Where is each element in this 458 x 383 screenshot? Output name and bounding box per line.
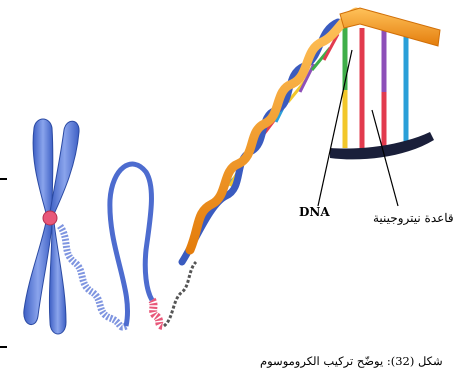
backbone-top-ribbon [340, 8, 440, 46]
chromatin-fiber [60, 164, 196, 327]
backbone-strand-blue [182, 22, 338, 262]
nucleosome-coil [152, 300, 164, 326]
nitrogen-base-label: قاعدة نيتروجينية [373, 211, 454, 225]
margin-tick-top [0, 178, 7, 180]
chromatid-lower-right [49, 222, 66, 334]
chromatin-loop [110, 164, 152, 326]
margin-tick-bottom [0, 346, 7, 348]
beads-on-string [164, 262, 196, 326]
dna-label: DNA [299, 205, 330, 219]
centromere [43, 211, 57, 225]
chromosome [24, 119, 79, 334]
chromatid-upper-right [50, 121, 79, 214]
chromatid-lower-left [24, 222, 52, 325]
chromatid-upper-left [33, 119, 53, 213]
unwound-dna-ladder [345, 26, 406, 150]
figure-caption: شكل (32): يوضّح تركيب الكروموسوم [260, 354, 443, 368]
